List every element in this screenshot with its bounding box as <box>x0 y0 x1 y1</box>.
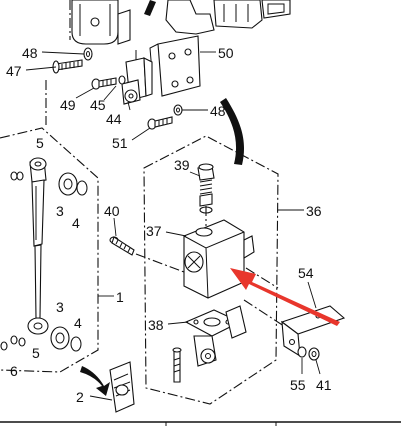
cover-part-2 <box>109 361 135 413</box>
adjuster-39 <box>197 163 215 214</box>
screw-41 <box>308 347 320 361</box>
label-5-bottom: 5 <box>32 345 40 361</box>
leader-lines <box>25 51 321 401</box>
label-1: 1 <box>116 289 124 305</box>
screw-40 <box>109 236 135 256</box>
label-5-top: 5 <box>36 135 44 151</box>
belt-top <box>144 0 156 16</box>
label-6: 6 <box>10 363 18 379</box>
screw-49 <box>91 77 117 90</box>
label-49: 49 <box>60 97 76 113</box>
washer-55 <box>297 346 307 358</box>
label-40: 40 <box>104 203 120 219</box>
group-1-outline <box>0 127 99 373</box>
label-3-top: 3 <box>56 203 64 219</box>
screw-47 <box>52 59 83 74</box>
label-36: 36 <box>306 203 322 219</box>
label-55: 55 <box>290 377 306 393</box>
mounting-plate-50 <box>149 35 201 97</box>
switch-44 <box>121 50 153 105</box>
part-6 <box>0 341 8 351</box>
label-44: 44 <box>106 111 122 127</box>
label-54: 54 <box>298 265 314 281</box>
assembly-arrow <box>80 366 110 396</box>
base-38 <box>184 305 247 367</box>
bearing-3-bottom <box>50 326 70 350</box>
label-45: 45 <box>90 97 106 113</box>
label-48-bottom: 48 <box>210 103 226 119</box>
label-51: 51 <box>112 135 128 151</box>
label-38: 38 <box>148 317 164 333</box>
block-37 <box>183 219 255 299</box>
label-4-bottom: 4 <box>74 315 82 331</box>
machine-frame <box>165 0 291 35</box>
part-5-bottom <box>10 335 26 347</box>
table-header-rule <box>0 421 401 426</box>
label-47: 47 <box>6 63 22 79</box>
rod-assembly <box>27 157 49 335</box>
label-4-top: 4 <box>72 215 80 231</box>
label-48-top: 48 <box>22 45 38 61</box>
washer-48-bottom <box>173 104 183 116</box>
axis-line-40 <box>135 253 185 273</box>
highlight-arrow <box>230 268 340 326</box>
label-39: 39 <box>174 157 190 173</box>
label-2: 2 <box>76 389 84 405</box>
group-36-outline <box>143 135 279 405</box>
label-3-bottom: 3 <box>56 299 64 315</box>
ring-4-top <box>76 180 88 196</box>
washer-48-top <box>83 47 93 61</box>
axis-line-37 <box>245 267 279 289</box>
part-5-top <box>10 171 24 181</box>
bearing-3-top <box>58 172 78 196</box>
screw-51 <box>147 116 173 130</box>
label-41: 41 <box>316 377 332 393</box>
drive-belt <box>220 98 245 165</box>
top-block-assembly <box>71 0 131 45</box>
part-45 <box>118 75 126 85</box>
label-37: 37 <box>146 223 162 239</box>
screw-bottom <box>172 347 182 383</box>
ring-4-bottom <box>70 336 82 352</box>
label-50: 50 <box>218 45 234 61</box>
